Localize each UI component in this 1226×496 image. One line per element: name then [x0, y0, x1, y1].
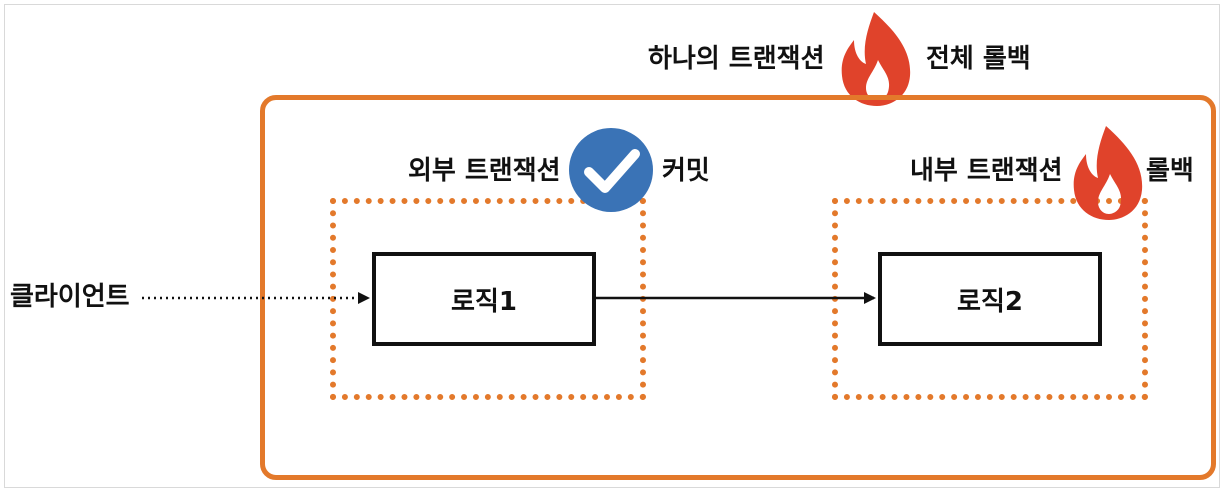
logic2-box: 로직2: [878, 252, 1102, 346]
fire-icon: [1073, 126, 1143, 220]
outer-tx-label: 외부 트랜잭션: [408, 156, 561, 186]
inner-tx-status: 롤백: [1146, 156, 1194, 186]
inner-tx-label: 내부 트랜잭션: [910, 156, 1063, 186]
fire-icon: [841, 12, 911, 106]
title-part2: 전체 롤백: [926, 44, 1031, 74]
title-part1: 하나의 트랜잭션: [648, 44, 825, 74]
client-label: 클라이언트: [10, 282, 130, 312]
check-circle-icon: [569, 128, 653, 212]
outer-tx-status: 커밋: [662, 156, 710, 186]
single-transaction-box: [260, 95, 1216, 480]
logic1-box: 로직1: [372, 252, 596, 346]
logic1-label: 로직1: [451, 286, 517, 317]
logic2-label: 로직2: [957, 286, 1023, 317]
diagram-frame: [4, 4, 1220, 488]
